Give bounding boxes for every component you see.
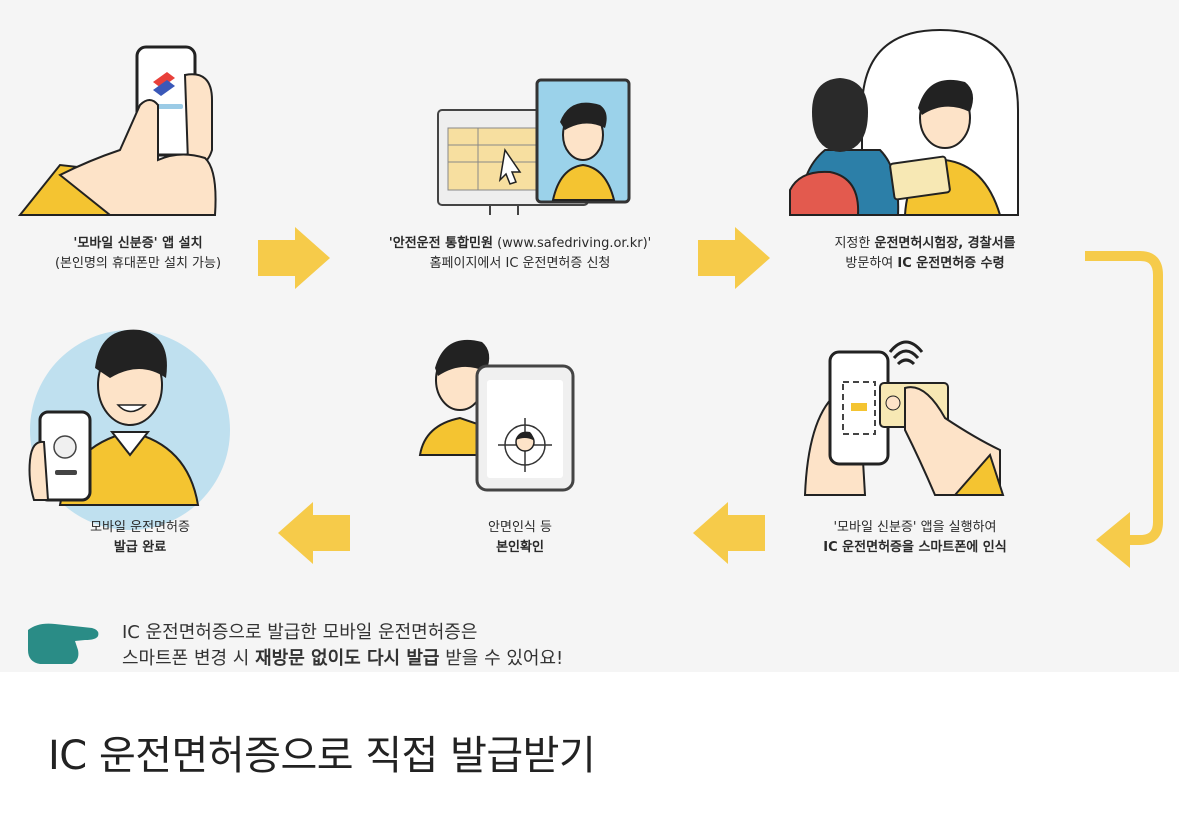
pointing-hand-icon xyxy=(28,623,99,664)
step3-line2-bold: IC 운전면허증 수령 xyxy=(897,256,1005,271)
step5-caption: 안면인식 등 본인확인 xyxy=(420,518,620,558)
step1-hand-phone-icon xyxy=(17,45,217,216)
arrow-right-icon xyxy=(698,227,770,289)
step4-caption: '모바일 신분증' 앱을 실행하여 IC 운전면허증을 스마트폰에 인식 xyxy=(780,518,1050,558)
step3-line1-bold: 운전면허시험장, 경찰서를 xyxy=(874,236,1016,251)
step3-line2-plain: 방문하여 xyxy=(845,256,898,271)
arrow-left-icon xyxy=(693,502,765,564)
process-illustration: '모바일 신분증' 앱 설치 (본인명의 휴대폰만 설치 가능) '안전운전 통… xyxy=(17,28,1163,672)
step4-scan-license-icon xyxy=(803,340,1005,496)
step2-line2: 홈페이지에서 IC 운전면허증 신청 xyxy=(429,256,611,271)
arrow-left-icon xyxy=(278,502,350,564)
step2-site-url: (www.safedriving.or.kr)' xyxy=(492,236,652,251)
tip-line1: IC 운전면허증으로 발급한 모바일 운전면허증은 xyxy=(122,622,478,643)
step4-line1: '모바일 신분증' 앱을 실행하여 xyxy=(833,520,997,535)
reissue-tip: IC 운전면허증으로 발급한 모바일 운전면허증은 스마트폰 변경 시 재방문 … xyxy=(122,620,563,672)
tip-line2-highlight: 재방문 없이도 다시 발급 xyxy=(255,648,440,669)
step6-caption: 모바일 운전면허증 발급 완료 xyxy=(40,518,240,558)
arrow-right-icon xyxy=(258,227,330,289)
illustration-canvas xyxy=(17,28,1163,664)
step5-line2: 본인확인 xyxy=(496,540,544,555)
step3-line1: 지정한 운전면허시험장, 경찰서를 xyxy=(790,234,1060,254)
step2-computer-portrait-icon xyxy=(437,78,631,215)
step2-caption: '안전운전 통합민원 (www.safedriving.or.kr)' 홈페이지… xyxy=(360,234,680,274)
step6-line1: 모바일 운전면허증 xyxy=(90,520,190,535)
step3-license-pickup-icon xyxy=(789,28,1019,216)
step2-line1: '안전운전 통합민원 (www.safedriving.or.kr)' xyxy=(360,234,680,254)
page-title: IC 운전면허증으로 직접 발급받기 xyxy=(48,733,596,779)
step1-caption: '모바일 신분증' 앱 설치 (본인명의 휴대폰만 설치 가능) xyxy=(18,234,258,274)
step1-title: '모바일 신분증' 앱 설치 xyxy=(73,236,203,251)
step5-face-recognition-icon xyxy=(418,339,575,492)
step3-line1-plain: 지정한 xyxy=(834,236,875,251)
step1-note: (본인명의 휴대폰만 설치 가능) xyxy=(54,256,222,271)
step2-site-name: '안전운전 통합민원 xyxy=(388,236,493,251)
arrow-left-icon xyxy=(1096,512,1130,568)
tip-line2-start: 스마트폰 변경 시 xyxy=(122,648,256,669)
tip-line2-end: 받을 수 있어요! xyxy=(439,648,564,669)
step3-caption: 지정한 운전면허시험장, 경찰서를 방문하여 IC 운전면허증 수령 xyxy=(790,234,1060,274)
connector-line xyxy=(1085,251,1163,545)
step6-line2: 발급 완료 xyxy=(113,540,167,555)
tip-line2: 스마트폰 변경 시 재방문 없이도 다시 발급 받을 수 있어요! xyxy=(122,646,563,672)
step4-line2: IC 운전면허증을 스마트폰에 인식 xyxy=(823,540,1007,555)
step3-line2: 방문하여 IC 운전면허증 수령 xyxy=(790,254,1060,274)
step6-issued-complete-icon xyxy=(28,329,230,530)
step5-line1: 안면인식 등 xyxy=(488,520,552,535)
